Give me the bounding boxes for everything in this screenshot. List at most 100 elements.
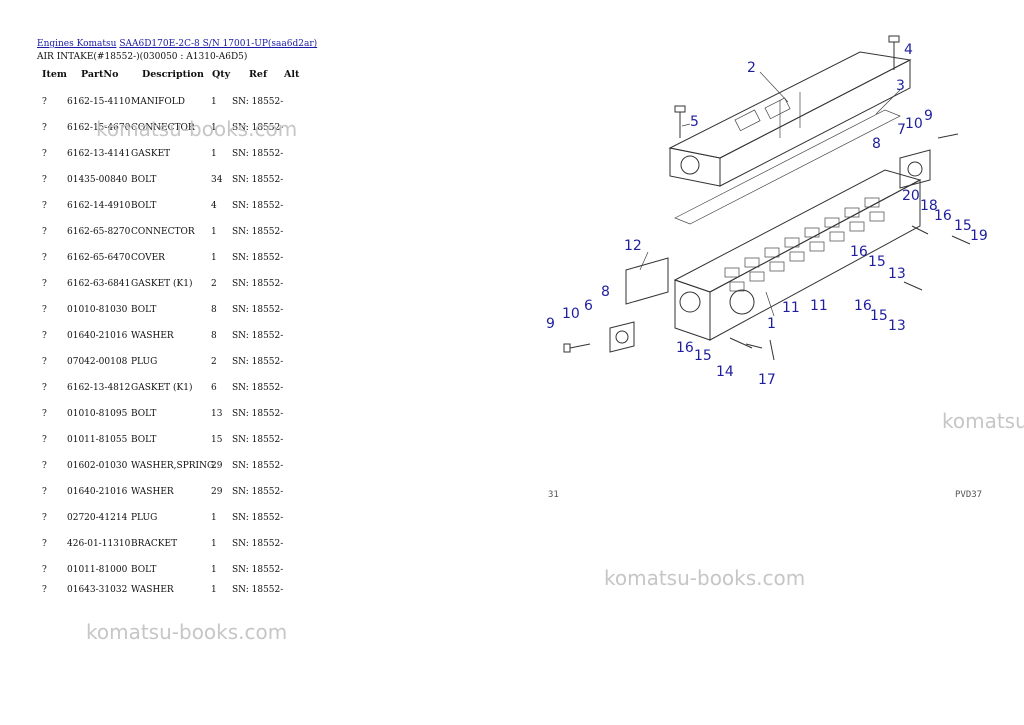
cell-item: ? [42, 149, 47, 159]
cell-description: WASHER [131, 585, 174, 595]
cell-qty: 8 [211, 331, 217, 341]
cell-partno: 6162-63-6841 [67, 279, 131, 289]
cell-qty: 15 [211, 435, 223, 445]
breadcrumb: Engines Komatsu SAA6D170E-2C-8 S/N 17001… [37, 38, 517, 51]
cell-partno: 01643-31032 [67, 585, 128, 595]
manifold-part [673, 169, 922, 341]
cell-description: COVER [131, 253, 165, 263]
breadcrumb-link-model[interactable]: SAA6D170E-2C-8 S/N 17001-UP(saa6d2ar) [119, 39, 318, 49]
cell-description: GASKET (K1) [131, 279, 193, 289]
cell-partno: 6162-13-4141 [67, 149, 131, 159]
cell-description: BOLT [131, 409, 157, 419]
cell-item: ? [42, 97, 47, 107]
callout: 11 [782, 300, 800, 316]
cell-ref: SN: 18552- [232, 227, 284, 237]
cell-qty: 1 [211, 123, 217, 133]
callout: 7 [897, 122, 906, 138]
callout: 18 [920, 198, 938, 214]
cell-description: BOLT [131, 435, 157, 445]
flange-left [609, 321, 635, 353]
cell-partno: 6162-65-6470 [67, 253, 131, 263]
cell-partno: 426-01-11310 [67, 539, 131, 549]
gasket-part [674, 109, 901, 225]
cell-qty: 1 [211, 227, 217, 237]
cell-description: GASKET (K1) [131, 383, 193, 393]
cell-item: ? [42, 227, 47, 237]
cell-item: ? [42, 279, 47, 289]
cell-description: BOLT [131, 565, 157, 575]
callout: 9 [924, 108, 933, 124]
callout: 4 [904, 42, 913, 58]
cell-description: BOLT [131, 305, 157, 315]
cell-partno: 01435-00840 [67, 175, 128, 185]
callout: 13 [888, 318, 906, 334]
cell-item: ? [42, 123, 47, 133]
cell-qty: 8 [211, 305, 217, 315]
cell-qty: 1 [211, 513, 217, 523]
cell-item: ? [42, 565, 47, 575]
cell-description: WASHER [131, 487, 174, 497]
callout: 16 [850, 244, 868, 260]
callout: 15 [870, 308, 888, 324]
breadcrumb-link-engines[interactable]: Engines Komatsu [37, 39, 117, 49]
cell-description: PLUG [131, 357, 158, 367]
cell-qty: 13 [211, 409, 223, 419]
cell-ref: SN: 18552- [232, 253, 284, 263]
cell-partno: 6162-65-8270 [67, 227, 131, 237]
callout: 6 [584, 298, 593, 314]
callout: 16 [934, 208, 952, 224]
cell-partno: 6162-15-4110 [67, 97, 131, 107]
table-header: Item PartNo Description Qty Ref Alt [37, 67, 517, 83]
cell-partno: 01011-81055 [67, 435, 128, 445]
callout: 17 [758, 372, 776, 388]
cell-partno: 01010-81095 [67, 409, 128, 419]
cell-description: CONNECTOR [131, 123, 195, 133]
callout: 14 [716, 364, 734, 380]
cell-ref: SN: 18552- [232, 331, 284, 341]
cell-qty: 4 [211, 201, 217, 211]
cell-partno: 01602-01030 [67, 461, 128, 471]
cell-ref: SN: 18552- [232, 585, 284, 595]
diagram-page-right: PVD37 [955, 490, 983, 500]
cell-ref: SN: 18552- [232, 279, 284, 289]
col-qty: Qty [212, 69, 231, 80]
cell-qty: 1 [211, 539, 217, 549]
section-title: AIR INTAKE(#18552-)(030050 : A1310-A6D5) [37, 52, 248, 62]
cell-ref: SN: 18552- [232, 539, 284, 549]
callout: 8 [601, 284, 610, 300]
callout: 10 [562, 306, 580, 322]
callout: 2 [747, 60, 756, 76]
cell-qty: 29 [211, 487, 223, 497]
cell-partno: 6162-14-4910 [67, 201, 131, 211]
cell-item: ? [42, 409, 47, 419]
callout: 15 [954, 218, 972, 234]
cell-qty: 1 [211, 253, 217, 263]
flange-right [899, 149, 931, 189]
callout: 11 [810, 298, 828, 314]
cell-qty: 1 [211, 149, 217, 159]
cell-qty: 6 [211, 383, 217, 393]
cell-item: ? [42, 201, 47, 211]
cell-ref: SN: 18552- [232, 357, 284, 367]
cell-description: PLUG [131, 513, 158, 523]
cell-partno: 01010-81030 [67, 305, 128, 315]
cell-item: ? [42, 357, 47, 367]
cell-ref: SN: 18552- [232, 487, 284, 497]
cell-item: ? [42, 305, 47, 315]
cell-item: ? [42, 253, 47, 263]
cell-ref: SN: 18552- [232, 409, 284, 419]
watermark-3: komatsu-books.com [604, 566, 806, 590]
cell-qty: 2 [211, 357, 217, 367]
cell-ref: SN: 18552- [232, 123, 284, 133]
cell-qty: 34 [211, 175, 223, 185]
cell-partno: 6162-15-4670 [67, 123, 131, 133]
cover-part [625, 257, 669, 305]
callout: 16 [676, 340, 694, 356]
cell-partno: 01011-81000 [67, 565, 128, 575]
callout: 12 [624, 238, 642, 254]
cell-description: BOLT [131, 201, 157, 211]
cell-ref: SN: 18552- [232, 149, 284, 159]
cell-ref: SN: 18552- [232, 97, 284, 107]
callouts: 1 2 3 4 5 6 7 8 8 9 9 10 10 11 11 12 13 … [546, 42, 988, 388]
